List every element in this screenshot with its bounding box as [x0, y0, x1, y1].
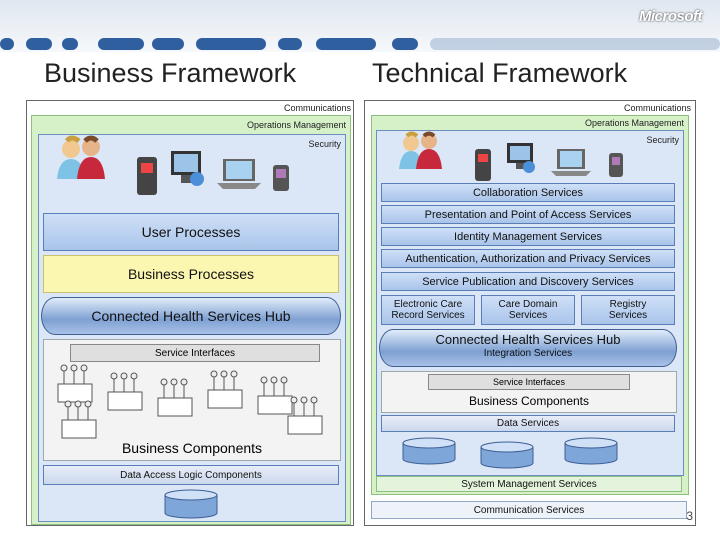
security-layer: Security User Processes Business Process…: [38, 134, 346, 522]
data-access-logic-layer: Data Access Logic Components: [43, 465, 339, 485]
business-components-label: Business Components: [468, 394, 590, 408]
operations-management-label: Operations Management: [246, 120, 346, 130]
microsoft-logo: Microsoft: [639, 8, 703, 25]
presentation-services: Presentation and Point of Access Service…: [381, 205, 675, 224]
communications-label: Communications: [623, 103, 691, 113]
database-icon-1: [402, 437, 456, 465]
business-components-label: Business Components: [121, 440, 263, 456]
users-and-devices-icon: [399, 131, 623, 181]
service-publication-services: Service Publication and Discovery Servic…: [381, 272, 675, 291]
business-components-panel: Service Interfaces Business Components: [381, 371, 677, 413]
connected-health-services-hub: Connected Health Services Hub Integratio…: [379, 329, 677, 367]
database-icon-3: [564, 437, 618, 465]
user-processes-layer: User Processes: [43, 213, 339, 251]
security-label: Security: [646, 135, 679, 145]
communication-services: Communication Services: [371, 501, 687, 519]
database-icon-2: [480, 441, 534, 469]
electronic-care-record-services: Electronic Care Record Services: [381, 295, 475, 325]
business-framework-diagram: Communications Operations Management Sec…: [26, 100, 354, 526]
technical-framework-title: Technical Framework: [372, 58, 628, 88]
hub-label: Connected Health Services Hub: [435, 332, 621, 347]
business-components-panel: Service Interfaces Business Components: [43, 339, 341, 461]
care-domain-services: Care Domain Services: [481, 295, 575, 325]
integration-services-label: Integration Services: [483, 348, 573, 359]
data-services: Data Services: [381, 415, 675, 432]
identity-management-services: Identity Management Services: [381, 227, 675, 246]
security-layer: Security Collaboration Services Presenta…: [376, 130, 684, 476]
service-interfaces-bar: Service Interfaces: [428, 374, 630, 390]
page-number: 3: [686, 509, 693, 523]
communications-label: Communications: [283, 103, 351, 113]
business-framework-title: Business Framework: [44, 58, 297, 88]
business-processes-layer: Business Processes: [43, 255, 339, 293]
database-icon: [164, 489, 218, 519]
security-label: Security: [308, 139, 341, 149]
registry-services: Registry Services: [581, 295, 675, 325]
operations-management-label: Operations Management: [584, 118, 684, 128]
system-management-services: System Management Services: [376, 476, 682, 492]
operations-management-layer: Operations Management Security Collabora…: [371, 115, 689, 495]
service-interfaces-bar: Service Interfaces: [70, 344, 320, 362]
authentication-services: Authentication, Authorization and Privac…: [381, 249, 675, 268]
technical-framework-diagram: Communications Operations Management Sec…: [364, 100, 696, 526]
users-and-devices-icon: [57, 135, 289, 195]
operations-management-layer: Operations Management Security User Proc…: [31, 115, 351, 525]
business-components-icon: [57, 364, 323, 439]
connected-health-services-hub: Connected Health Services Hub: [41, 297, 341, 335]
decorative-dots: [0, 38, 720, 50]
collaboration-services: Collaboration Services: [381, 183, 675, 202]
